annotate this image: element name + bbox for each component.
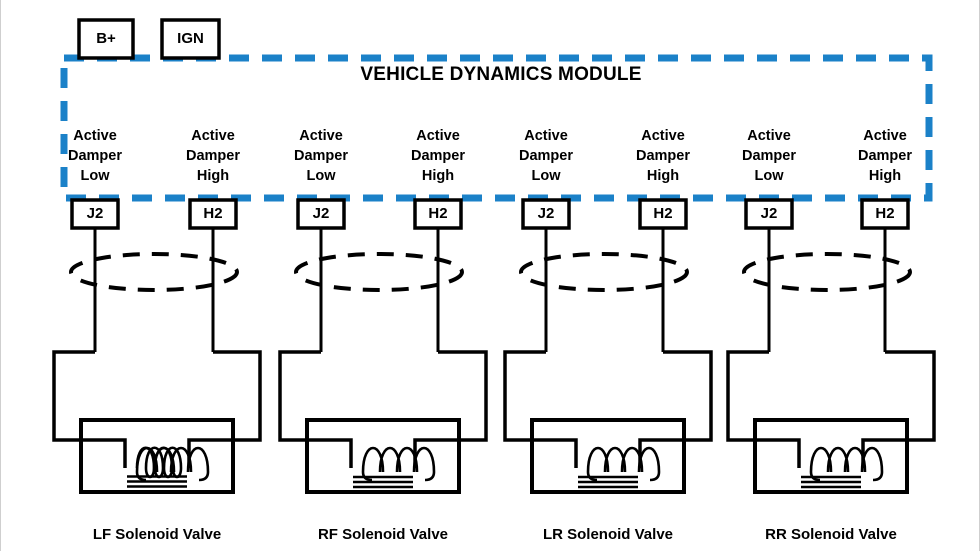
connector-box-j2-lr — [521, 198, 571, 230]
connector-label-j2-rr: J2 — [760, 205, 778, 222]
solenoid-coil-box-rf — [305, 418, 461, 494]
valve-caption-lf: LF Solenoid Valve — [92, 526, 222, 543]
solenoid-core-lines-lf — [127, 475, 187, 488]
solenoid-coil-box-lr — [530, 418, 686, 494]
port-label-lf-low: Active Damper Low — [68, 128, 122, 184]
ignition-label: IGN — [177, 30, 204, 47]
coil-winding-rf — [361, 446, 436, 473]
valve-body-lf — [52, 350, 262, 442]
twisted-pair-indicator-lr — [519, 252, 689, 292]
connector-label-j2-lf: J2 — [86, 205, 104, 222]
battery-positive-label: B+ — [96, 30, 116, 47]
coil-winding-rr — [809, 446, 884, 473]
solenoid-core-lines-lr — [578, 475, 638, 489]
connector-box-h2-lr — [638, 198, 688, 230]
port-label-lr-high: Active Damper High — [636, 128, 690, 184]
connector-label-h2-lr: H2 — [653, 205, 673, 222]
connector-label-h2-lf: H2 — [203, 205, 223, 222]
port-label-rf-high: Active Damper High — [411, 128, 465, 184]
module-title: VEHICLE DYNAMICS MODULE — [360, 64, 642, 85]
connector-label-h2-rf: H2 — [428, 205, 448, 222]
connector-label-j2-lr: J2 — [537, 205, 555, 222]
solenoid-coil-box-rr — [753, 418, 909, 494]
valve-caption-rr: RR Solenoid Valve — [765, 526, 897, 543]
twisted-pair-indicator-rf — [294, 252, 464, 292]
port-label-rr-high: Active Damper High — [858, 128, 912, 184]
connector-box-h2-rr — [860, 198, 910, 230]
solenoid-group-rr — [726, 198, 936, 494]
ignition-box — [160, 18, 221, 60]
valve-body-rf — [278, 350, 488, 442]
port-label-rr-low: Active Damper Low — [742, 128, 796, 184]
port-label-rf-low: Active Damper Low — [294, 128, 348, 184]
valve-caption-lr: LR Solenoid Valve — [542, 526, 674, 543]
port-label-lf-high: Active Damper High — [186, 128, 240, 184]
connector-label-h2-rr: H2 — [875, 205, 895, 222]
coil-bottom-link-lf — [135, 471, 210, 482]
battery-positive-box — [77, 18, 135, 60]
coil-winding-detail-lf — [135, 446, 210, 473]
connector-box-j2-rr — [744, 198, 794, 230]
valve-body-rr — [726, 350, 936, 442]
solenoid-group-lr — [503, 198, 713, 494]
valve-caption-rf: RF Solenoid Valve — [317, 526, 449, 543]
port-label-lr-low: Active Damper Low — [519, 128, 573, 184]
solenoid-group-lf — [52, 198, 262, 494]
coil-winding-lr — [586, 446, 661, 473]
connector-label-j2-rf: J2 — [312, 205, 330, 222]
valve-body-lr — [503, 350, 713, 442]
twisted-pair-indicator-lf — [69, 252, 239, 292]
connector-box-j2-rf — [296, 198, 346, 230]
solenoid-coil-box-lf — [79, 418, 235, 494]
solenoid-core-lines-rf — [353, 475, 413, 489]
solenoid-core-lines-rr — [801, 475, 861, 489]
solenoid-group-rf — [278, 198, 488, 494]
vehicle-dynamics-module-boundary — [60, 54, 933, 202]
twisted-pair-indicator-rr — [742, 252, 912, 292]
